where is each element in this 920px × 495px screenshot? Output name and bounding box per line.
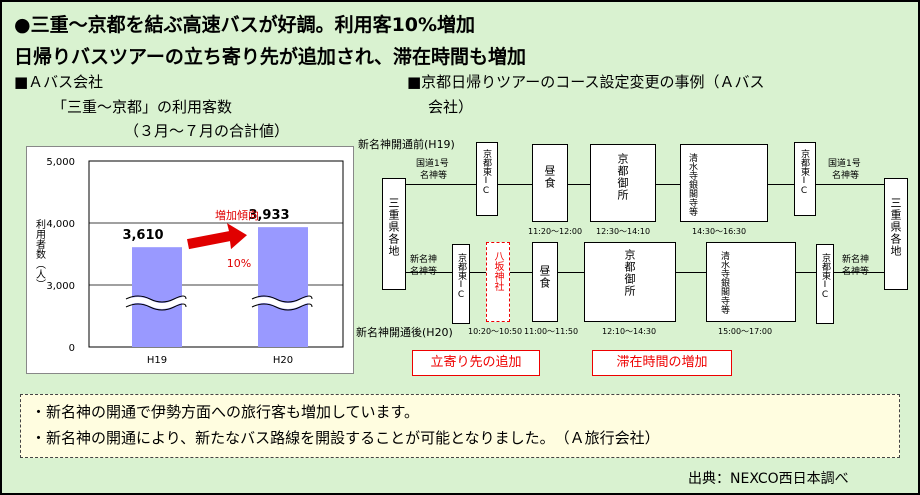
added-stop-callout-label: 立寄り先の追加 <box>430 355 522 370</box>
route-label: 新名神 <box>410 255 438 265</box>
time-label: 11:00～11:50 <box>524 327 579 336</box>
axis-break-mark <box>250 297 315 309</box>
connector-line <box>404 184 476 185</box>
temples-label: 清水寺銀閣寺等 <box>687 153 697 216</box>
axis-break-mark <box>125 295 187 303</box>
notes-box: ・新名神の開通で伊勢方面への旅行客も増加しています。 ・新名神の開通により、新た… <box>20 394 900 458</box>
route-label: 名神等 <box>842 267 870 277</box>
axis-break-mark <box>251 295 313 303</box>
note-line: ・新名神の開通で伊勢方面への旅行客も増加しています。 <box>31 403 420 421</box>
lunch-node: 昼食 <box>532 144 568 222</box>
x-tick-label: H19 <box>147 355 167 366</box>
right-section-heading: ■京都日帰りツアーのコース設定変更の事例（Ａバス <box>407 73 765 91</box>
kyoto-east-ic-node: 京都東IC <box>794 142 816 216</box>
left-section-heading: ■Ａバス会社 <box>14 73 104 91</box>
y-tick-label: 5,000 <box>46 157 75 168</box>
connector-line <box>766 184 794 185</box>
gosho-node: 京都御所 <box>590 144 656 222</box>
connector-line <box>556 272 584 273</box>
kyoto-east-ic-node: 京都東IC <box>452 244 470 324</box>
y-tick-label: 3,000 <box>46 281 75 292</box>
connector-line <box>674 272 706 273</box>
time-label: 12:30～14:10 <box>596 227 651 236</box>
before-label: 新名神開通前(H19) <box>358 138 455 151</box>
y-tick-label: 0 <box>69 343 75 354</box>
kyoto-east-ic-label: 京都東IC <box>799 149 809 196</box>
kyoto-east-ic-label: 京都東IC <box>456 253 466 300</box>
data-label: 3,933 <box>248 208 289 223</box>
bar <box>258 227 308 347</box>
y-axis-label: 利用者数（人） <box>34 219 46 289</box>
gosho-node: 京都御所 <box>584 242 676 322</box>
route-label: 名神等 <box>420 171 448 181</box>
time-label: 15:00～17:00 <box>718 327 773 336</box>
connector-line <box>814 184 884 185</box>
x-tick-label: H20 <box>273 355 293 366</box>
stay-time-callout: 滞在時間の増加 <box>592 350 732 376</box>
data-label: 3,610 <box>122 228 163 243</box>
gosho-label: 京都御所 <box>616 153 629 201</box>
yasaka-shrine-node: 八坂神社 <box>486 242 510 322</box>
kyoto-east-ic-node: 京都東IC <box>476 142 498 216</box>
time-label: 10:20～10:50 <box>468 327 523 336</box>
route-label: 名神等 <box>832 171 860 181</box>
time-label: 12:10～14:30 <box>602 327 657 336</box>
temples-node: 清水寺銀閣寺等 <box>706 242 796 322</box>
route-label: 名神等 <box>410 267 438 277</box>
connector-line <box>654 184 680 185</box>
note-line: ・新名神の開通により、新たなバス路線を開設することが可能となりました。 （Ａ旅行… <box>31 429 660 447</box>
lunch-label: 昼食 <box>538 265 551 289</box>
start-node: 三重県各地 <box>382 178 406 290</box>
connector-line <box>468 272 486 273</box>
after-label: 新名神開通後(H20) <box>356 326 453 339</box>
gosho-label: 京都御所 <box>623 249 636 297</box>
headline: ●三重～京都を結ぶ高速バスが好調。利用客10%増加 <box>14 14 476 36</box>
stay-time-callout-label: 滞在時間の増加 <box>616 355 708 370</box>
start-node-label: 三重県各地 <box>387 197 400 257</box>
y-tick-label: 4,000 <box>46 219 75 230</box>
axis-break-mark <box>124 297 189 309</box>
route-label: 国道1号 <box>828 159 861 169</box>
time-label: 14:30～16:30 <box>692 227 747 236</box>
source-credit: 出典：NEXCO西日本調べ <box>688 471 849 487</box>
subheadline: 日帰りバスツアーの立ち寄り先が追加され、滞在時間も増加 <box>14 46 527 68</box>
temples-label: 清水寺銀閣寺等 <box>719 251 729 314</box>
connector-line <box>566 184 590 185</box>
chart-subtitle: 「三重～京都」の利用客数 <box>52 98 233 116</box>
lunch-node: 昼食 <box>532 242 558 322</box>
route-label: 国道1号 <box>416 159 449 169</box>
chart-period: （３月～７月の合計値） <box>124 122 290 140</box>
connector-line <box>832 272 884 273</box>
end-node-label: 三重県各地 <box>889 197 902 257</box>
trend-percent: 10% <box>227 257 251 270</box>
yasaka-shrine-label: 八坂神社 <box>492 251 503 291</box>
temples-node: 清水寺銀閣寺等 <box>680 144 768 222</box>
time-label: 11:20～12:00 <box>528 227 583 236</box>
connector-line <box>508 272 532 273</box>
right-section-heading-cont: 会社） <box>428 98 474 116</box>
trend-label: 増加傾向 <box>215 208 259 222</box>
lunch-label: 昼食 <box>543 165 556 189</box>
end-node: 三重県各地 <box>884 178 908 290</box>
kyoto-east-ic-node: 京都東IC <box>816 244 834 324</box>
kyoto-east-ic-label: 京都東IC <box>481 149 491 196</box>
axis-break-mark <box>251 303 313 311</box>
axis-break-mark <box>125 303 187 311</box>
added-stop-callout: 立寄り先の追加 <box>412 350 540 376</box>
route-label: 新名神 <box>842 255 870 265</box>
connector-line <box>794 272 816 273</box>
connector-line <box>404 272 452 273</box>
connector-line <box>497 184 532 185</box>
trend-arrow <box>187 223 247 250</box>
kyoto-east-ic-label: 京都東IC <box>820 253 830 300</box>
